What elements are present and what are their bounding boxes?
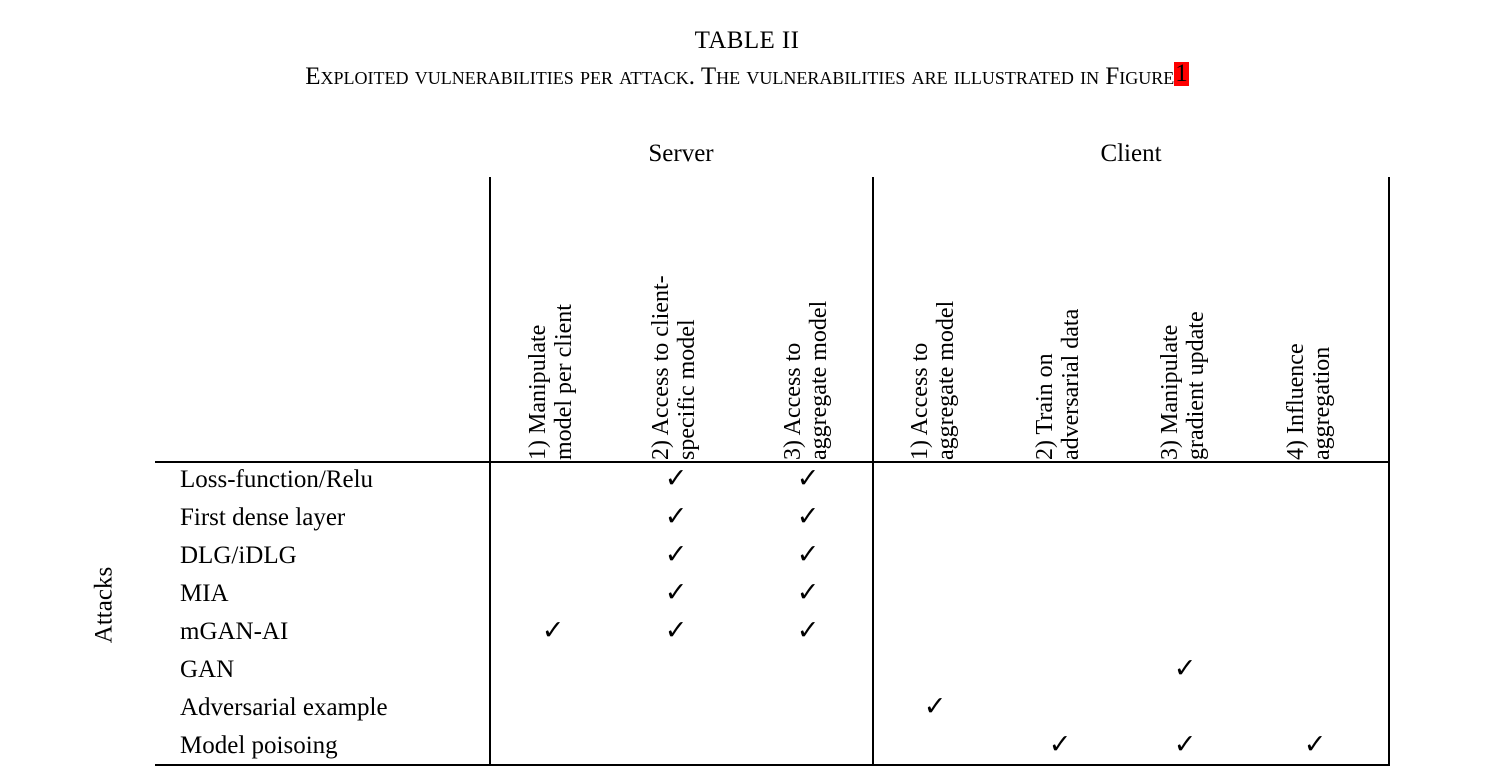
checkmark-cell: ✓ [541,615,565,646]
column-header-0-text: 1) Manipulate [525,240,553,460]
column-header-5-text: 3) Manipulate [1157,240,1185,460]
column-header-3-line2: aggregate model [933,300,959,460]
checkmark-cell: ✓ [1303,729,1327,760]
row-label-0: Loss-function/Relu [180,466,374,493]
row-label-5: GAN [180,656,235,683]
group-header-client: Client [1100,140,1162,167]
checkmark-cell: ✓ [923,691,947,722]
checkmark-cell: ✓ [1048,729,1072,760]
checkmark-cell: ✓ [796,577,820,608]
column-header-6-text: 4) Influence [1283,240,1311,460]
table-caption-block: TABLE II Exploited vulnerabilities per a… [0,0,1494,89]
column-header-6-text2: aggregation [1309,240,1337,460]
column-header-6-line2: aggregation [1309,346,1335,460]
row-label-1: First dense layer [180,504,346,531]
column-header-3-text2: aggregate model [933,240,961,460]
checkmark-cell: ✓ [664,463,688,494]
column-header-0-text2: model per client [551,240,579,460]
figure-reference-link[interactable]: 1 [1174,60,1189,87]
column-header-4-text2: adversarial data [1058,240,1086,460]
column-header-2-text2: aggregate model [806,240,834,460]
checkmark-cell: ✓ [796,501,820,532]
axis-label-attacks: Attacks [90,566,118,644]
column-header-0-line2: model per client [551,304,577,460]
row-label-4: mGAN-AI [180,618,289,645]
column-header-5-line2: gradient update [1183,311,1209,460]
checkmark-cell: ✓ [796,615,820,646]
hrule-header-bottom [155,461,1390,463]
group-header-server: Server [648,140,714,167]
hrule-table-bottom [155,764,1390,766]
column-header-2-line2: aggregate model [806,300,832,460]
checkmark-cell: ✓ [1173,653,1197,684]
table-number: TABLE II [694,27,800,54]
column-header-4-text: 2) Train on [1032,240,1060,460]
checkmark-cell: ✓ [664,577,688,608]
vrule-left [489,177,491,765]
column-header-1-line2: specific model [674,319,700,460]
row-label-3: MIA [180,580,229,607]
column-header-2-text: 3) Access to [780,240,808,460]
column-header-4-line1: 2) Train on [1032,353,1058,460]
row-label-7: Model poisoing [180,732,338,759]
column-header-1-line1: 2) Access to client- [648,275,674,460]
column-header-5-line1: 3) Manipulate [1157,324,1183,460]
column-header-3-line1: 1) Access to [907,342,933,460]
column-header-3-text: 1) Access to [907,240,935,460]
checkmark-cell: ✓ [664,501,688,532]
column-header-5-text2: gradient update [1183,240,1211,460]
vrule-middle [872,177,874,765]
checkmark-cell: ✓ [664,539,688,570]
checkmark-cell: ✓ [796,539,820,570]
checkmark-cell: ✓ [664,615,688,646]
row-label-6: Adversarial example [180,694,388,721]
column-header-2-line1: 3) Access to [780,342,806,460]
caption-text: Exploited vulnerabilities per attack. Th… [305,63,1175,90]
checkmark-cell: ✓ [796,463,820,494]
table-caption: Exploited vulnerabilities per attack. Th… [0,60,1494,90]
row-label-2: DLG/iDLG [180,542,297,569]
column-header-0-line1: 1) Manipulate [525,324,551,460]
checkmark-cell: ✓ [1173,729,1197,760]
column-header-6-line1: 4) Influence [1283,343,1309,460]
column-header-4-line2: adversarial data [1058,308,1084,460]
vrule-right [1388,177,1390,765]
column-header-1-text: 2) Access to client- [648,240,676,460]
column-header-1-text2: specific model [674,240,702,460]
